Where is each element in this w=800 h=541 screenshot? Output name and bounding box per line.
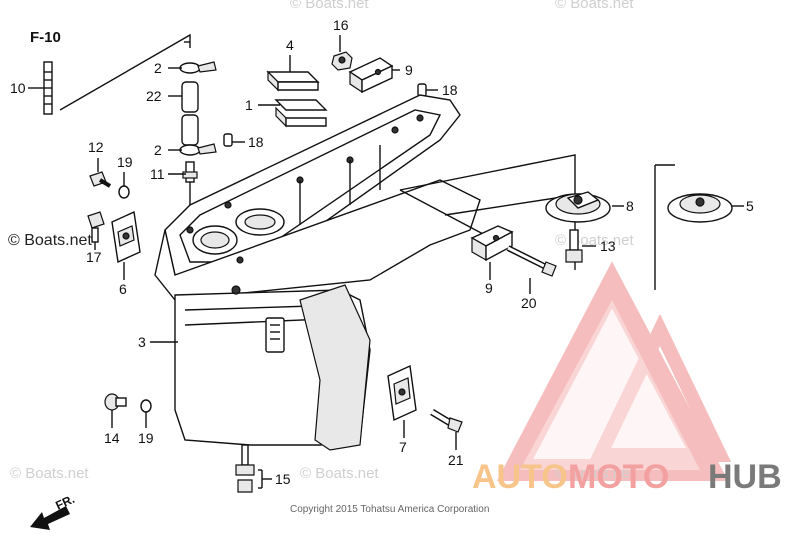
- callout-8: 8: [626, 198, 634, 214]
- part-7-cover: [387, 364, 417, 422]
- callout-9: 9: [405, 62, 413, 78]
- watermark-text: © Boats.net: [300, 465, 379, 482]
- watermark-text-dark: © Boats.net: [8, 232, 92, 249]
- figure-reference: F-10: [30, 29, 61, 46]
- part-6-cover: [111, 210, 141, 264]
- brand-part-auto: AUTO: [472, 458, 568, 496]
- callout-2: 2: [154, 60, 162, 76]
- part-21-bolt: [430, 408, 463, 433]
- part-1-plate: [274, 99, 328, 128]
- leader-lines: [28, 35, 744, 480]
- brand-logo: [496, 261, 732, 481]
- callout-7: 7: [399, 439, 407, 455]
- part-14-bolt: [104, 393, 127, 411]
- brand-wordmark: AUTO MOTO HUB: [472, 458, 782, 496]
- callout-21: 21: [448, 452, 464, 468]
- part-18-dowel: [417, 83, 427, 97]
- callout-5: 5: [746, 198, 754, 214]
- part-18-dowel-left: [223, 133, 233, 147]
- part-10-fitting: [43, 61, 53, 115]
- part-16-nut: [331, 51, 353, 71]
- front-direction-arrow: FR.: [30, 492, 77, 530]
- part-13-bolt: [565, 229, 583, 263]
- callout-12: 12: [88, 139, 104, 155]
- part-12-bolt: [89, 171, 112, 188]
- part-8-trim-anode: [545, 191, 611, 223]
- part-2-clamp-lower: [179, 143, 217, 156]
- callout-17: 17: [86, 249, 102, 265]
- part-4-plate: [266, 70, 320, 92]
- brand-part-moto: MOTO: [568, 458, 669, 496]
- watermark-text: © Boats.net: [10, 465, 89, 482]
- part-20-bolt: [506, 245, 557, 277]
- callout-10: 10: [10, 80, 26, 96]
- watermark-text: © Boats.net: [555, 0, 634, 12]
- part-19-washer: [118, 185, 130, 199]
- callout-18: 18: [442, 82, 458, 98]
- callout-20: 20: [521, 295, 537, 311]
- front-label: FR.: [53, 492, 76, 513]
- callout-16: 16: [333, 17, 349, 33]
- part-2-clamp: [179, 61, 217, 74]
- part-19-washer-lower: [140, 399, 152, 413]
- callout-labels: 10 2 22 2 11 4 1 16 9 18 18 12 19 17 6 3…: [10, 17, 754, 487]
- callout-6: 6: [119, 281, 127, 297]
- callout-2: 2: [154, 142, 162, 158]
- part-9-block-top: [348, 57, 394, 94]
- callout-19: 19: [138, 430, 154, 446]
- callout-9: 9: [485, 280, 493, 296]
- part-5-anode: [654, 164, 733, 290]
- watermark-text: © Boats.net: [290, 0, 369, 12]
- watermark-text: © Boats.net: [555, 465, 634, 482]
- part-11-fitting: [182, 161, 198, 183]
- callout-14: 14: [104, 430, 120, 446]
- brand-part-hub: HUB: [708, 458, 782, 496]
- callout-13: 13: [600, 238, 616, 254]
- part-15-bolts: [235, 444, 263, 493]
- callout-18: 18: [248, 134, 264, 150]
- copyright-text: Copyright 2015 Tohatsu America Corporati…: [290, 504, 489, 515]
- callout-19: 19: [117, 154, 133, 170]
- callout-11: 11: [150, 166, 165, 182]
- callout-4: 4: [286, 37, 294, 53]
- callout-15: 15: [275, 471, 291, 487]
- part-22-hose: [181, 81, 199, 146]
- callout-22: 22: [146, 88, 162, 104]
- callout-1: 1: [245, 97, 253, 113]
- part-9-block-right: [470, 225, 514, 262]
- callout-3: 3: [138, 334, 146, 350]
- part-3-gear-case: [154, 94, 481, 451]
- part-17-bolt: [87, 211, 105, 243]
